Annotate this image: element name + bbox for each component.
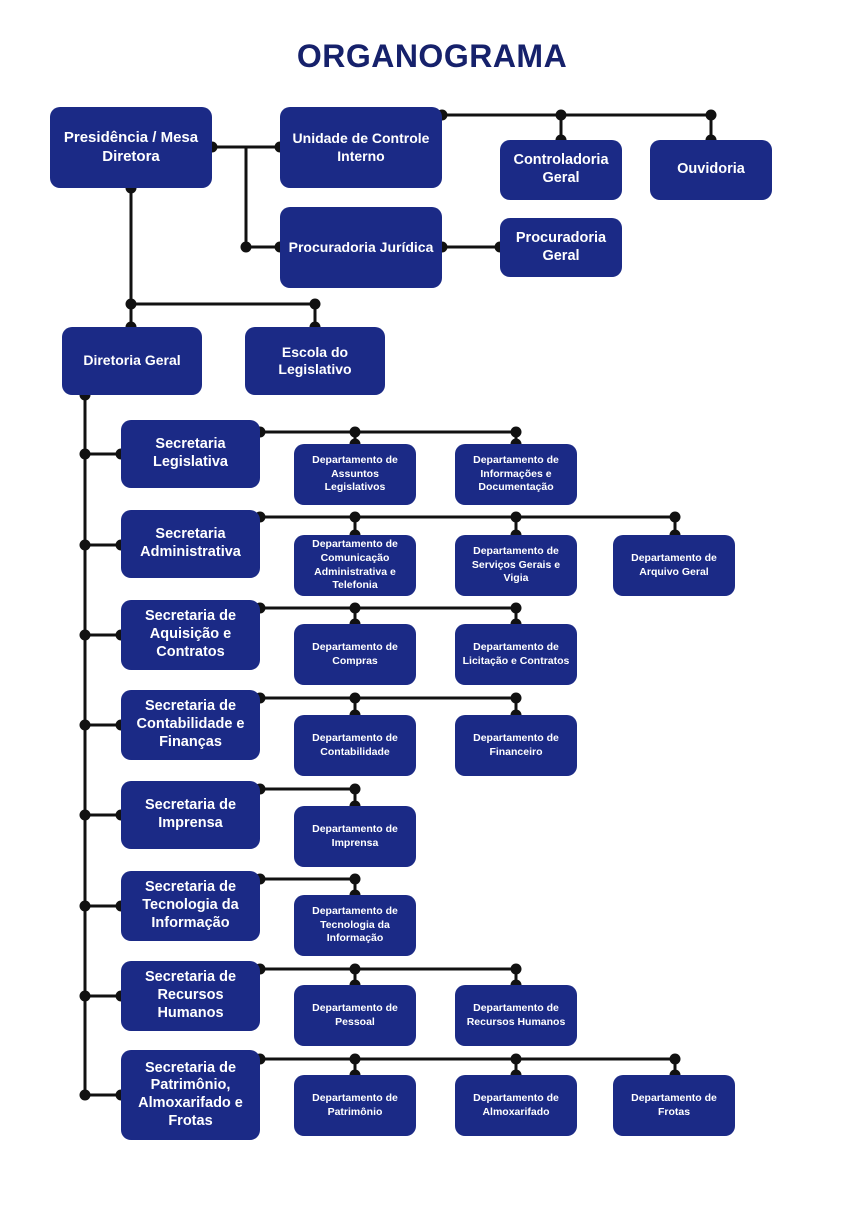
dot-trunk-sec-legislativa bbox=[79, 448, 91, 460]
node-label: Secretaria de Contabilidade e Finanças bbox=[136, 698, 245, 750]
node-label: Secretaria Legislativa bbox=[153, 436, 228, 470]
node-label: Departamento de Patrimônio bbox=[312, 1091, 398, 1118]
dot-rail-arquivo bbox=[669, 511, 681, 523]
node-sec-legislativa[interactable]: Secretaria Legislativa bbox=[121, 420, 260, 488]
dot-escola-rail bbox=[309, 298, 321, 310]
node-dep-financeiro[interactable]: Departamento de Financeiro bbox=[455, 715, 577, 776]
node-label: Secretaria de Tecnologia da Informação bbox=[142, 879, 239, 931]
node-label: Procuradoria Geral bbox=[515, 229, 607, 264]
node-dep-contabilidade[interactable]: Departamento de Contabilidade bbox=[294, 715, 416, 776]
node-dep-informacoes[interactable]: Departamento de Informações e Documentaç… bbox=[455, 444, 577, 505]
node-label: Departamento de Financeiro bbox=[473, 731, 559, 758]
dot-rail-servicos bbox=[510, 511, 522, 523]
node-ouvidoria[interactable]: Ouvidoria bbox=[650, 140, 772, 200]
node-dep-frotas[interactable]: Departamento de Frotas bbox=[613, 1075, 735, 1136]
dot-rail-ti bbox=[349, 873, 361, 885]
node-dep-arquivo[interactable]: Departamento de Arquivo Geral bbox=[613, 535, 735, 596]
dot-rail-informacoes bbox=[510, 426, 522, 438]
node-label: Departamento de Assuntos Legislativos bbox=[312, 454, 398, 494]
node-presidencia[interactable]: Presidência / Mesa Diretora bbox=[50, 107, 212, 188]
node-label: Departamento de Serviços Gerais e Vigia bbox=[471, 545, 561, 585]
node-controladoria[interactable]: Controladoria Geral bbox=[500, 140, 622, 200]
node-label: Departamento de Arquivo Geral bbox=[631, 551, 717, 578]
dot-rail-almoxarifado bbox=[510, 1053, 522, 1065]
node-label: Departamento de Almoxarifado bbox=[473, 1091, 559, 1118]
node-label: Secretaria de Patrimônio, Almoxarifado e… bbox=[138, 1059, 243, 1129]
dot-rail-compras bbox=[349, 602, 361, 614]
node-label: Secretaria de Imprensa bbox=[144, 797, 237, 831]
node-label: Secretaria Administrativa bbox=[140, 526, 241, 560]
node-sec-patrimonio[interactable]: Secretaria de Patrimônio, Almoxarifado e… bbox=[121, 1050, 260, 1140]
node-dep-assuntos[interactable]: Departamento de Assuntos Legislativos bbox=[294, 444, 416, 505]
dot-rail-contabilidade bbox=[349, 692, 361, 704]
node-label: Departamento de Frotas bbox=[631, 1091, 717, 1118]
dot-trunk-sec-administrativa bbox=[79, 539, 91, 551]
node-sec-imprensa[interactable]: Secretaria de Imprensa bbox=[121, 781, 260, 849]
dot-rail-licitacao bbox=[510, 602, 522, 614]
node-label: Departamento de Compras bbox=[312, 640, 398, 667]
node-proc-juridica[interactable]: Procuradoria Jurídica bbox=[280, 207, 442, 288]
node-dep-compras[interactable]: Departamento de Compras bbox=[294, 624, 416, 685]
dot-rail-ouvidoria bbox=[705, 109, 717, 121]
node-label: Secretaria de Recursos Humanos bbox=[144, 969, 237, 1021]
dot-rail-controladoria bbox=[555, 109, 567, 121]
node-dep-comunicacao[interactable]: Departamento de Comunicação Administrati… bbox=[294, 535, 416, 596]
dot-trunk-sec-contabilidade bbox=[79, 719, 91, 731]
dot-trunk-sec-ti bbox=[79, 900, 91, 912]
node-sec-rh[interactable]: Secretaria de Recursos Humanos bbox=[121, 961, 260, 1031]
node-diretoria-geral[interactable]: Diretoria Geral bbox=[62, 327, 202, 395]
node-sec-administrativa[interactable]: Secretaria Administrativa bbox=[121, 510, 260, 578]
node-controle-interno[interactable]: Unidade de Controle Interno bbox=[280, 107, 442, 188]
dot-trunk-sec-imprensa bbox=[79, 809, 91, 821]
node-label: Presidência / Mesa Diretora bbox=[63, 129, 199, 165]
dot-trunk-sec-aquisicao bbox=[79, 629, 91, 641]
dot-rail-imprensa bbox=[349, 783, 361, 795]
dot-rail-patrimonio bbox=[349, 1053, 361, 1065]
node-label: Departamento de Tecnologia da Informação bbox=[312, 905, 398, 945]
node-sec-aquisicao[interactable]: Secretaria de Aquisição e Contratos bbox=[121, 600, 260, 670]
dot-trunk-sec-rh bbox=[79, 990, 91, 1002]
dot-rail-pessoal bbox=[349, 963, 361, 975]
node-dep-servicos[interactable]: Departamento de Serviços Gerais e Vigia bbox=[455, 535, 577, 596]
node-label: Departamento de Informações e Documentaç… bbox=[473, 454, 559, 494]
node-label: Departamento de Comunicação Administrati… bbox=[312, 538, 398, 592]
dot-diretoria-rail-left bbox=[125, 298, 137, 310]
node-label: Escola do Legislativo bbox=[278, 343, 352, 377]
node-proc-geral[interactable]: Procuradoria Geral bbox=[500, 218, 622, 277]
node-dep-licitacao[interactable]: Departamento de Licitação e Contratos bbox=[455, 624, 577, 685]
dot-rail-frotas bbox=[669, 1053, 681, 1065]
dot-rail-assuntos bbox=[349, 426, 361, 438]
node-label: Departamento de Licitação e Contratos bbox=[462, 640, 570, 667]
node-dep-almoxarifado[interactable]: Departamento de Almoxarifado bbox=[455, 1075, 577, 1136]
node-sec-ti[interactable]: Secretaria de Tecnologia da Informação bbox=[121, 871, 260, 941]
node-dep-rh[interactable]: Departamento de Recursos Humanos bbox=[455, 985, 577, 1046]
node-label: Departamento de Pessoal bbox=[312, 1001, 398, 1028]
node-label: Departamento de Recursos Humanos bbox=[466, 1001, 566, 1028]
node-label: Diretoria Geral bbox=[83, 352, 181, 369]
node-label: Ouvidoria bbox=[677, 161, 745, 178]
dot-branch-proc bbox=[240, 241, 252, 253]
dot-rail-rh bbox=[510, 963, 522, 975]
page-title: ORGANOGRAMA bbox=[296, 38, 568, 74]
node-label: Secretaria de Aquisição e Contratos bbox=[144, 608, 237, 660]
dot-rail-comunicacao bbox=[349, 511, 361, 523]
node-label: Unidade de Controle Interno bbox=[292, 130, 430, 164]
node-dep-imprensa[interactable]: Departamento de Imprensa bbox=[294, 806, 416, 867]
node-label: Departamento de Contabilidade bbox=[312, 731, 398, 758]
node-label: Controladoria Geral bbox=[513, 152, 609, 186]
node-escola[interactable]: Escola do Legislativo bbox=[245, 327, 385, 395]
node-sec-contabilidade[interactable]: Secretaria de Contabilidade e Finanças bbox=[121, 690, 260, 760]
node-dep-patrimonio[interactable]: Departamento de Patrimônio bbox=[294, 1075, 416, 1136]
node-dep-ti[interactable]: Departamento de Tecnologia da Informação bbox=[294, 895, 416, 956]
node-label: Departamento de Imprensa bbox=[312, 822, 398, 849]
node-label: Procuradoria Jurídica bbox=[288, 238, 434, 255]
dot-trunk-sec-patrimonio bbox=[79, 1089, 91, 1101]
dot-rail-financeiro bbox=[510, 692, 522, 704]
node-dep-pessoal[interactable]: Departamento de Pessoal bbox=[294, 985, 416, 1046]
